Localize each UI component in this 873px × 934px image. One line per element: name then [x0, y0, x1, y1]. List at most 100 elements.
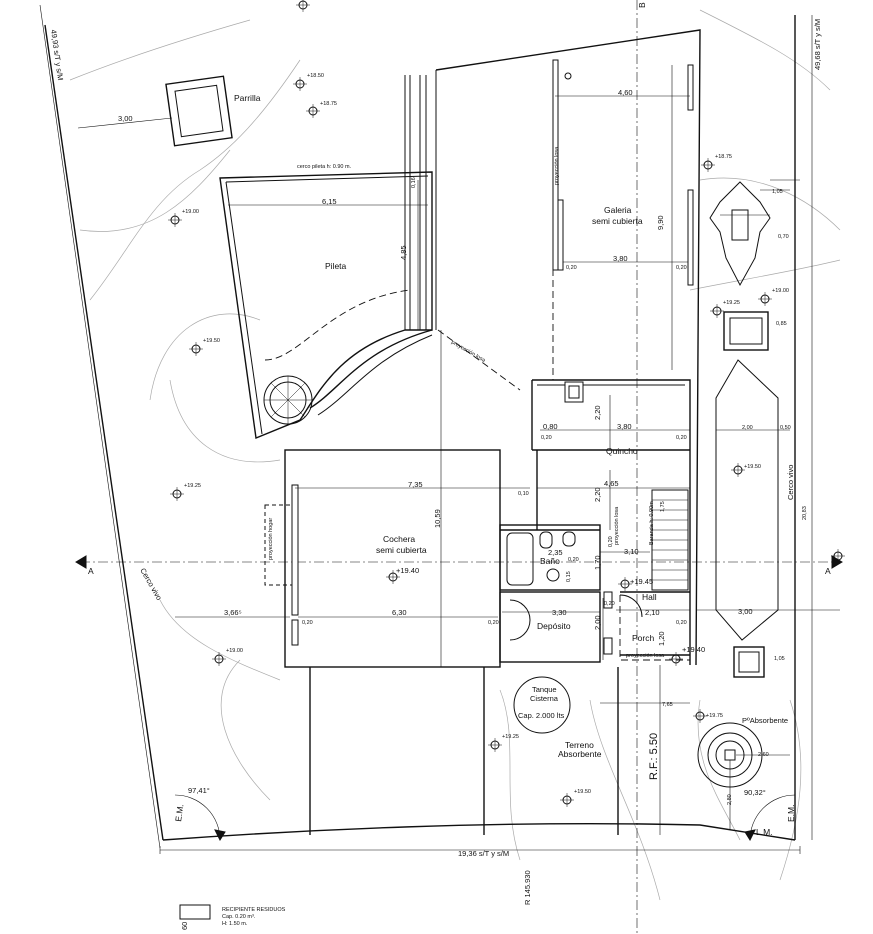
level-16: +19.75 [706, 713, 723, 719]
dim-260: 2,60 [758, 752, 769, 758]
level-values: +18.50 +18.75 +19.00 +19.50 +19.25 +19.4… [182, 73, 789, 795]
note-proyeccion-losa-3: proyección losa [614, 506, 620, 545]
label-tanque-1: Tanque [532, 685, 557, 694]
label-terreno-2: Absorbente [558, 749, 602, 759]
dim-020j: 0,20 [608, 536, 614, 547]
dim-170: 1,70 [593, 555, 602, 570]
lot-angle-right: 90,32° [744, 788, 766, 797]
dim-2083: 20,83 [802, 506, 808, 520]
level-14: +19.25 [502, 734, 519, 740]
label-hall: Hall [642, 592, 657, 602]
note-recipiente-title: RECIPIENTE RESIDUOS [222, 907, 286, 913]
dim-020f: 0,20 [488, 620, 499, 626]
label-bano: Baño [540, 556, 560, 566]
dim-310: 3,10 [624, 547, 639, 556]
level-5: +19.25 [184, 483, 201, 489]
label-galeria-2: semi cubierta [592, 216, 643, 226]
dim-200: 2,00 [593, 615, 602, 630]
level-1: +18.50 [307, 73, 324, 79]
note-recipiente-dim: 60 [180, 922, 189, 930]
level-6: +19.40 [396, 566, 419, 575]
note-recipiente-h: H: 1.50 m. [222, 921, 248, 927]
waste-bin [179, 904, 211, 920]
label-porch: Porch [632, 633, 654, 643]
dim-016: 0,16 [411, 177, 417, 188]
dim-020g: 0,20 [676, 620, 687, 626]
dim-210: 2,10 [645, 608, 660, 617]
dim-615: 6,15 [322, 197, 337, 206]
note-cerco-vivo-right: Cerco vivo [786, 465, 795, 500]
site-walls [309, 665, 690, 835]
note-baranda: Baranda h: 0.90m [649, 501, 655, 545]
label-tanque-2: Cisterna [530, 694, 559, 703]
label-parrilla: Parrilla [234, 93, 261, 103]
level-11: +19.45 [630, 577, 653, 586]
dim-300: 3,00 [118, 114, 133, 123]
dim-380b: 3,80 [617, 422, 632, 431]
label-quincho: Quincho [606, 446, 638, 456]
parrilla [77, 75, 233, 147]
dim-366: 3,66⁵ [224, 608, 242, 617]
level-8: +19.25 [723, 300, 740, 306]
dim-020i: 0,20 [568, 557, 579, 563]
dimension-values: 3,00 6,15 4,85 4,60 9,90 3,80 0,80 3,80 … [118, 88, 808, 805]
lot-right-side: 49,68 s/T y s/M [813, 19, 822, 70]
level-13: +19.00 [226, 648, 243, 654]
level-12: +19.40 [682, 645, 705, 654]
dim-020e: 0,20 [302, 620, 313, 626]
axis-a-right: A [825, 566, 831, 576]
note-recipiente-cap: Cap. 0.20 m³. [222, 914, 256, 920]
dim-175: 1,75 [660, 501, 666, 512]
label-pozo: PºAbsorbente [742, 716, 788, 725]
house-walls [175, 330, 840, 668]
dim-020d: 0,20 [676, 435, 687, 441]
dim-105b: 1,05 [774, 656, 785, 662]
dim-020c: 0,20 [541, 435, 552, 441]
dim-085: 0,85 [776, 321, 787, 327]
note-proyeccion-losa-1: proyección losa [450, 340, 487, 365]
note-r-label: R 145.930 [523, 870, 532, 905]
axis-b-top: B [637, 2, 647, 8]
label-tanque-3: Cap. 2.000 lts [518, 711, 565, 720]
dim-300b: 3,00 [738, 607, 753, 616]
note-cerco-pileta: cerco pileta h: 0.90 m. [297, 164, 352, 170]
dim-630: 6,30 [392, 608, 407, 617]
level-2: +18.75 [320, 101, 337, 107]
dim-280: 2,80 [727, 794, 733, 805]
dim-990: 9,90 [656, 215, 665, 230]
dim-070: 0,70 [778, 234, 789, 240]
note-em-right: E.M. [786, 805, 796, 822]
dim-380a: 3,80 [613, 254, 628, 263]
angle-marks [174, 794, 796, 842]
lot-angle-left: 97,41° [188, 786, 210, 795]
dim-020a: 0,20 [566, 265, 577, 271]
section-axes [75, 0, 843, 934]
level-markers [168, 0, 845, 807]
note-em-left: E.M. [173, 804, 185, 823]
dim-220a: 2,20 [593, 405, 602, 420]
dim-235: 2,35 [548, 548, 563, 557]
level-3: +19.00 [182, 209, 199, 215]
note-lm: L.M. [756, 827, 773, 837]
room-labels: Parrilla Pileta Galeria semi cubierta Qu… [234, 93, 788, 759]
level-9: +19.00 [772, 288, 789, 294]
dim-465: 4,65 [604, 479, 619, 488]
note-proyeccion-losa-4: proyección losa [626, 653, 665, 659]
dim-010: 0,10 [518, 491, 529, 497]
label-terreno-1: Terreno [565, 740, 594, 750]
note-proyeccion-losa-2: proyección losa [554, 146, 560, 185]
level-15: +19.50 [574, 789, 591, 795]
label-pileta: Pileta [325, 261, 347, 271]
dim-050: 0,50 [780, 425, 791, 431]
lot-front: 19,36 s/T y s/M [458, 849, 509, 858]
label-cochera-2: semi cubierta [376, 545, 427, 555]
cistern-tank [513, 676, 571, 734]
galeria [435, 29, 701, 666]
hedge [709, 179, 800, 678]
dim-460: 4,60 [618, 88, 633, 97]
note-cerco-vivo-left: Cerco vivo [138, 567, 164, 602]
absorbent-well [697, 722, 790, 830]
dim-080: 0,80 [543, 422, 558, 431]
dim-765: 7,65 [662, 702, 673, 708]
level-7: +18.75 [715, 154, 732, 160]
